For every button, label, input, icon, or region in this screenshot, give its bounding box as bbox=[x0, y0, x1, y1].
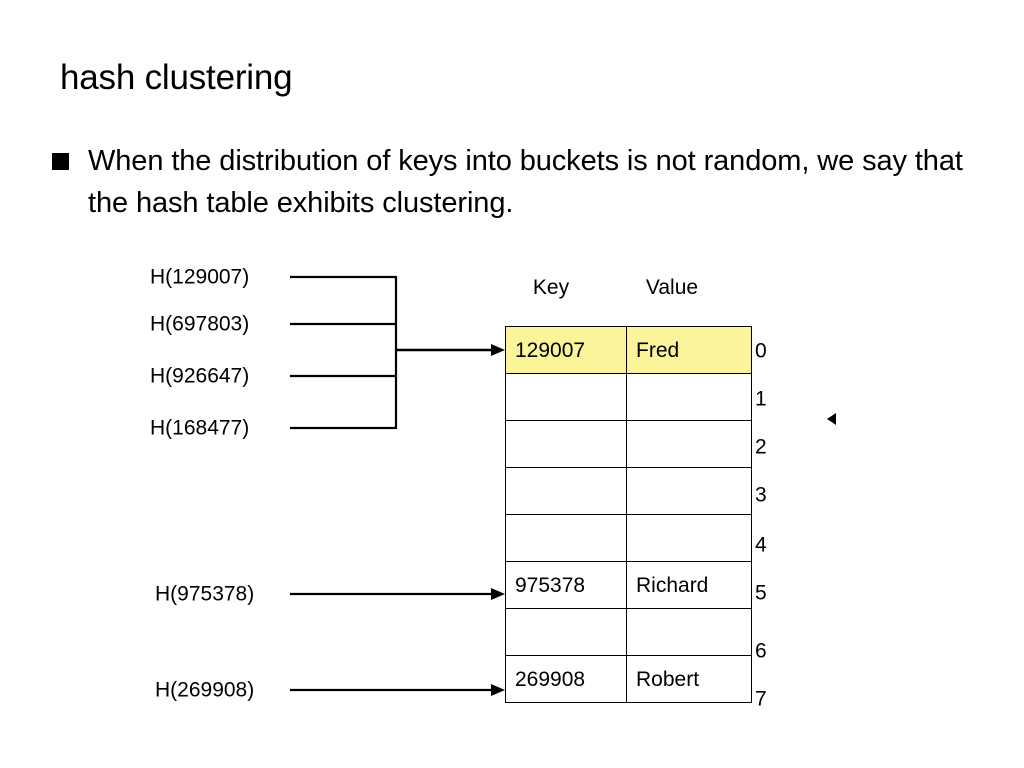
column-header-key: Key bbox=[532, 276, 570, 299]
table-cell-key bbox=[505, 420, 627, 468]
hash-table: 129007 Fred bbox=[505, 326, 752, 703]
table-cell-value: Richard bbox=[626, 561, 752, 609]
table-cell-value: Fred bbox=[626, 326, 752, 374]
hash-label-1: H(697803) bbox=[150, 312, 250, 336]
table-cell-value bbox=[626, 373, 752, 421]
bucket-index-0: 0 bbox=[755, 339, 767, 363]
stray-arrowhead-icon bbox=[827, 413, 836, 425]
table-cell-key: 129007 bbox=[505, 326, 627, 374]
table-cell-key bbox=[505, 467, 627, 515]
bucket-index-6: 6 bbox=[755, 639, 767, 663]
table-row: 975378 Richard bbox=[505, 561, 752, 609]
table-cell-value bbox=[626, 514, 752, 562]
bullet-item-text: When the distribution of keys into bucke… bbox=[88, 145, 963, 219]
page-title: hash clustering bbox=[60, 58, 293, 97]
hash-label-3: H(168477) bbox=[150, 416, 250, 440]
bucket-index-5: 5 bbox=[755, 581, 767, 605]
bucket-index-7: 7 bbox=[755, 687, 767, 711]
table-cell-key bbox=[505, 373, 627, 421]
bucket-index-4: 4 bbox=[755, 533, 767, 557]
table-cell-value: Robert bbox=[626, 655, 752, 703]
bullet-square-icon bbox=[52, 153, 69, 170]
column-header-value: Value bbox=[645, 276, 699, 299]
table-row bbox=[505, 467, 752, 515]
bucket-index-2: 2 bbox=[755, 435, 767, 459]
table-row bbox=[505, 373, 752, 421]
hash-label-0: H(129007) bbox=[150, 265, 250, 289]
hash-label-2: H(926647) bbox=[150, 364, 250, 388]
hash-label-5: H(269908) bbox=[155, 678, 255, 702]
table-row: 129007 Fred bbox=[505, 326, 752, 374]
bucket-index-1: 1 bbox=[755, 387, 767, 411]
hash-label-4: H(975378) bbox=[155, 582, 255, 606]
table-row bbox=[505, 608, 752, 656]
table-cell-key: 975378 bbox=[505, 561, 627, 609]
table-cell-key: 269908 bbox=[505, 655, 627, 703]
table-cell-value bbox=[626, 608, 752, 656]
table-cell-value bbox=[626, 420, 752, 468]
table-cell-key bbox=[505, 608, 627, 656]
table-row bbox=[505, 420, 752, 468]
table-row: 269908 Robert bbox=[505, 655, 752, 703]
bucket-index-3: 3 bbox=[755, 483, 767, 507]
table-row bbox=[505, 514, 752, 562]
table-cell-key bbox=[505, 514, 627, 562]
table-cell-value bbox=[626, 467, 752, 515]
